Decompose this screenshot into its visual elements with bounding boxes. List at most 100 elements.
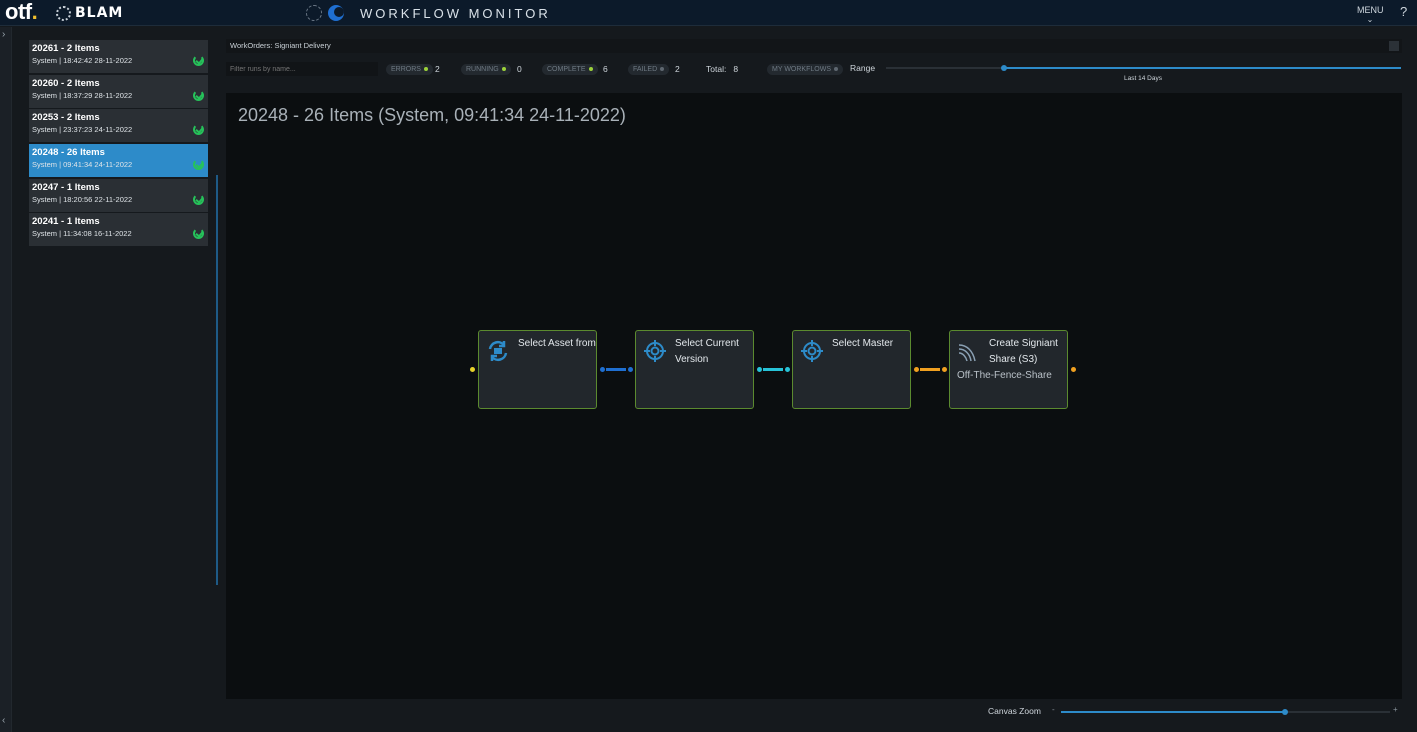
workflow-node[interactable]: Select Master xyxy=(792,330,911,409)
run-title: 20247 - 1 Items xyxy=(32,181,100,193)
range-label: Range xyxy=(850,63,876,73)
my-workflows-label: MY WORKFLOWS xyxy=(772,66,831,73)
total-summary: Total: 8 xyxy=(706,64,738,74)
running-dot-icon xyxy=(501,67,506,72)
sync-asset-icon xyxy=(486,339,510,363)
failed-filter[interactable]: FAILED xyxy=(628,64,670,75)
running-filter[interactable]: RUNNING xyxy=(461,64,511,75)
running-count: 0 xyxy=(517,64,522,74)
target-icon xyxy=(643,339,667,363)
workflow-node[interactable]: Select Asset from xyxy=(478,330,597,409)
search-input[interactable] xyxy=(226,62,378,76)
failed-label: FAILED xyxy=(633,66,658,73)
range-slider-fill xyxy=(1004,67,1401,69)
blam-wordmark: BLAM xyxy=(75,5,124,21)
node-port[interactable] xyxy=(757,367,762,372)
node-connector xyxy=(763,368,783,371)
check-circle-icon xyxy=(193,159,204,171)
errors-label: ERRORS xyxy=(391,66,421,73)
node-connector xyxy=(920,368,940,371)
light-theme-icon[interactable] xyxy=(306,5,322,21)
menu-button[interactable]: MENU ⌄ xyxy=(1357,5,1384,25)
running-label: RUNNING xyxy=(466,66,499,73)
page-title: WORKFLOW MONITOR xyxy=(360,6,551,21)
run-title: 20260 - 2 Items xyxy=(32,77,100,89)
my-workflows-dot-icon xyxy=(833,67,838,72)
run-title: 20261 - 2 Items xyxy=(32,43,100,54)
expand-chevron-icon[interactable]: › xyxy=(2,29,6,40)
menu-label: MENU xyxy=(1357,5,1384,15)
check-circle-icon xyxy=(193,55,204,66)
left-rail: › ‹ xyxy=(0,27,12,732)
header-toggle-button[interactable] xyxy=(1389,41,1399,51)
run-title: 20253 - 2 Items xyxy=(32,112,100,124)
node-connector xyxy=(606,368,626,371)
blam-logo[interactable]: BLAM xyxy=(56,4,123,22)
failed-dot-icon xyxy=(660,67,665,72)
dark-theme-icon[interactable] xyxy=(328,5,344,21)
node-title: Select Master xyxy=(832,338,894,349)
signiant-icon xyxy=(957,339,981,363)
node-port[interactable] xyxy=(600,367,605,372)
range-slider[interactable] xyxy=(886,65,1401,71)
workflow-node[interactable]: Create Signiant Share (S3) Off-The-Fence-… xyxy=(949,330,1068,409)
node-title: Create Signiant Share (S3) xyxy=(989,338,1058,365)
my-workflows-toggle[interactable]: MY WORKFLOWS xyxy=(767,64,843,75)
check-circle-icon xyxy=(193,228,204,240)
canvas-title: 20248 - 26 Items (System, 09:41:34 24-11… xyxy=(238,105,626,125)
node-port[interactable] xyxy=(785,367,790,372)
otf-logo[interactable]: otf. xyxy=(5,0,38,24)
top-bar: otf. BLAM WORKFLOW MONITOR MENU ⌄ ? xyxy=(0,0,1417,26)
run-subtitle: System | 18:37:29 28-11-2022 xyxy=(32,90,133,100)
canvas-zoom-label: Canvas Zoom xyxy=(988,706,1041,716)
help-button[interactable]: ? xyxy=(1400,4,1408,19)
workorder-label: WorkOrders: Signiant Delivery xyxy=(230,41,331,50)
range-value: Last 14 Days xyxy=(1124,75,1162,82)
zoom-in-button[interactable]: + xyxy=(1393,705,1398,714)
node-port[interactable] xyxy=(1071,367,1076,372)
workflow-canvas[interactable]: 20248 - 26 Items (System, 09:41:34 24-11… xyxy=(226,93,1402,699)
run-subtitle: System | 09:41:34 24-11-2022 xyxy=(32,160,133,170)
check-circle-icon xyxy=(193,89,204,101)
complete-filter[interactable]: COMPLETE xyxy=(542,64,598,75)
zoom-slider-fill xyxy=(1061,711,1285,713)
zoom-slider-thumb[interactable] xyxy=(1281,709,1288,715)
canvas-zoom-slider[interactable] xyxy=(1061,709,1390,715)
errors-dot-icon xyxy=(423,67,428,72)
errors-filter[interactable]: ERRORS xyxy=(386,64,433,75)
check-circle-icon xyxy=(193,124,204,136)
errors-count: 2 xyxy=(435,64,440,74)
workflow-node[interactable]: Select Current Version xyxy=(635,330,754,409)
complete-dot-icon xyxy=(588,67,593,72)
range-slider-thumb[interactable] xyxy=(1001,65,1008,71)
node-title: Select Asset from xyxy=(518,338,596,349)
check-circle-icon xyxy=(193,193,204,205)
chevron-down-icon: ⌄ xyxy=(1366,15,1374,24)
node-port[interactable] xyxy=(942,367,947,372)
zoom-out-button[interactable]: - xyxy=(1052,705,1055,714)
run-title: 20241 - 1 Items xyxy=(32,216,100,228)
run-subtitle: System | 23:37:23 24-11-2022 xyxy=(32,125,133,135)
runs-scrollbar[interactable] xyxy=(216,175,218,585)
run-title: 20248 - 26 Items xyxy=(32,147,105,159)
node-port[interactable] xyxy=(628,367,633,372)
complete-label: COMPLETE xyxy=(547,66,586,73)
node-title: Select Current Version xyxy=(675,338,739,365)
total-label: Total: xyxy=(706,64,727,74)
workorder-header: WorkOrders: Signiant Delivery xyxy=(226,39,1402,53)
target-icon xyxy=(800,339,824,363)
node-port[interactable] xyxy=(470,367,475,372)
node-port[interactable] xyxy=(914,367,919,372)
node-subtitle: Off-The-Fence-Share xyxy=(957,370,1052,381)
collapse-chevron-icon[interactable]: ‹ xyxy=(2,715,6,726)
run-subtitle: System | 18:20:56 22-11-2022 xyxy=(32,194,133,204)
run-subtitle: System | 18:42:42 28-11-2022 xyxy=(32,56,133,65)
complete-count: 6 xyxy=(603,64,608,74)
